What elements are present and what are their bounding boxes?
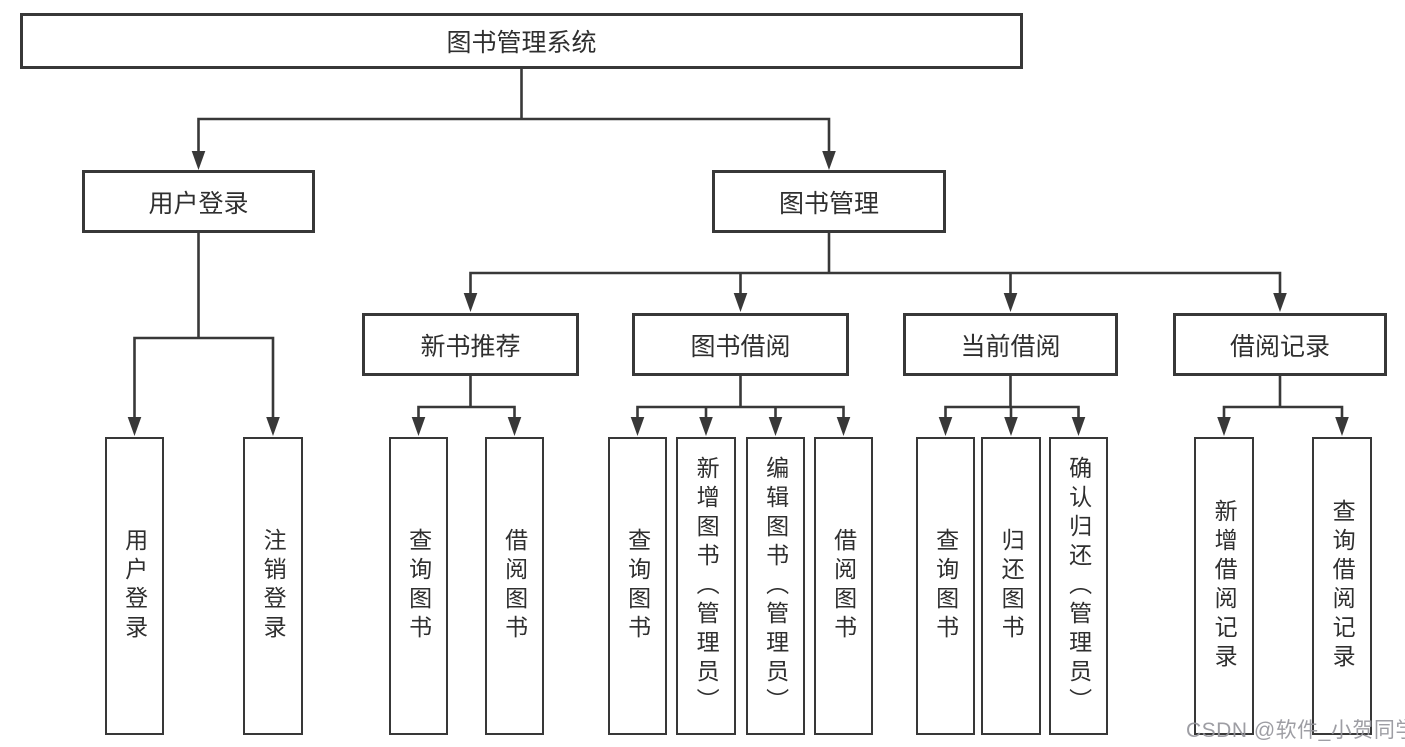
node-user-login: 用户登录 xyxy=(82,170,315,233)
leaf-confirm-return-admin-label: 确认归还（管理员） xyxy=(1065,455,1092,717)
leaf-user-login-label: 用户登录 xyxy=(121,528,148,644)
arrowheads xyxy=(127,151,1349,436)
leaf-borrow-books-2-label: 借阅图书 xyxy=(830,528,857,644)
node-book-management: 图书管理 xyxy=(712,170,946,233)
node-new-book-recommendation: 新书推荐 xyxy=(362,313,579,376)
leaf-query-books-1-label: 查询图书 xyxy=(405,528,432,644)
leaf-add-books-admin-label: 新增图书（管理员） xyxy=(693,455,720,717)
watermark: CSDN @软件_小贺同学 xyxy=(1186,719,1405,742)
leaf-borrow-books-2: 借阅图书 xyxy=(814,437,873,735)
leaf-logout: 注销登录 xyxy=(243,437,303,735)
leaf-edit-books-admin-label: 编辑图书（管理员） xyxy=(762,455,789,717)
node-book-borrowing: 图书借阅 xyxy=(632,313,849,376)
leaf-query-books-2: 查询图书 xyxy=(608,437,667,735)
leaf-borrow-books-1-label: 借阅图书 xyxy=(501,528,528,644)
leaf-add-borrow-record-label: 新增借阅记录 xyxy=(1211,499,1238,673)
leaf-borrow-books-1: 借阅图书 xyxy=(485,437,544,735)
leaf-query-borrow-record-label: 查询借阅记录 xyxy=(1329,499,1356,673)
node-borrowing-records: 借阅记录 xyxy=(1173,313,1387,376)
leaf-query-books-3-label: 查询图书 xyxy=(932,528,959,644)
leaf-query-borrow-record: 查询借阅记录 xyxy=(1312,437,1372,735)
leaf-user-login: 用户登录 xyxy=(105,437,164,735)
leaf-return-books: 归还图书 xyxy=(981,437,1041,735)
leaf-logout-label: 注销登录 xyxy=(260,528,287,644)
leaf-query-books-2-label: 查询图书 xyxy=(624,528,651,644)
leaf-add-books-admin: 新增图书（管理员） xyxy=(676,437,736,735)
leaf-return-books-label: 归还图书 xyxy=(998,528,1025,644)
leaf-add-borrow-record: 新增借阅记录 xyxy=(1194,437,1254,735)
node-library-management-system: 图书管理系统 xyxy=(20,13,1023,69)
leaf-query-books-3: 查询图书 xyxy=(916,437,975,735)
leaf-confirm-return-admin: 确认归还（管理员） xyxy=(1049,437,1108,735)
node-current-borrowing: 当前借阅 xyxy=(903,313,1118,376)
leaf-edit-books-admin: 编辑图书（管理员） xyxy=(746,437,805,735)
leaf-query-books-1: 查询图书 xyxy=(389,437,448,735)
